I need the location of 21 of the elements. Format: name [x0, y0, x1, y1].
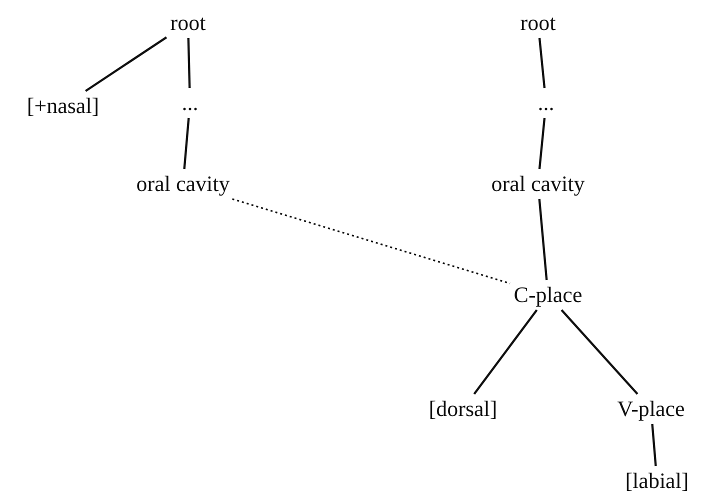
- node-label: root: [518, 10, 558, 36]
- tree-line: [183, 118, 190, 170]
- node-label: C-place: [512, 282, 584, 308]
- node-label: [dorsal]: [426, 396, 500, 422]
- node-label: [labial]: [623, 468, 691, 494]
- tree-line: [651, 424, 657, 466]
- dotted-line: [232, 198, 510, 284]
- tree-line: [538, 198, 548, 280]
- node-label: root: [168, 10, 208, 36]
- node-label: V-place: [615, 396, 687, 422]
- tree-line: [538, 118, 546, 170]
- node-label: ...: [180, 90, 200, 116]
- tree-line: [187, 38, 191, 88]
- tree-line: [538, 38, 546, 88]
- node-label: [+nasal]: [24, 92, 102, 120]
- node-label: ...: [536, 90, 556, 116]
- tree-line: [84, 36, 168, 92]
- tree-line: [560, 309, 638, 395]
- node-label: oral cavity: [134, 170, 232, 198]
- node-label: oral cavity: [489, 170, 587, 198]
- tree-line: [473, 309, 538, 395]
